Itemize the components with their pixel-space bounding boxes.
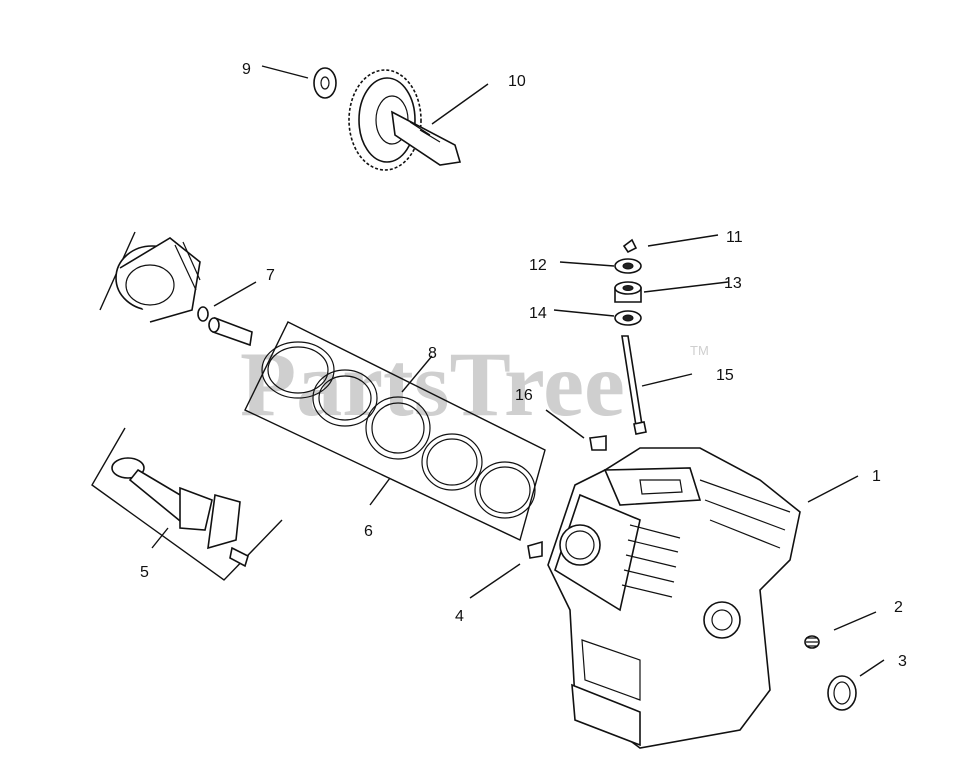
callout-4[interactable]: 4 xyxy=(455,608,464,625)
callout-2[interactable]: 2 xyxy=(894,599,903,616)
callout-5[interactable]: 5 xyxy=(140,564,149,581)
part-13-spring-seat[interactable] xyxy=(614,281,642,303)
watermark-trademark: TM xyxy=(690,343,709,358)
callout-9[interactable]: 9 xyxy=(242,61,251,78)
callout-6[interactable]: 6 xyxy=(364,523,373,540)
callout-8[interactable]: 8 xyxy=(428,345,437,362)
callout-12[interactable]: 12 xyxy=(529,257,547,274)
part-16-dowel[interactable] xyxy=(589,435,607,451)
part-7-piston-assembly[interactable] xyxy=(99,231,253,347)
callout-labels: 9 10 7 8 6 5 11 12 13 14 15 16 4 1 2 3 xyxy=(140,61,907,670)
part-1-crankcase[interactable] xyxy=(547,447,801,749)
callout-13[interactable]: 13 xyxy=(724,275,742,292)
leader-lines xyxy=(151,65,885,677)
callout-14[interactable]: 14 xyxy=(529,305,547,322)
callout-16[interactable]: 16 xyxy=(515,387,533,404)
callout-11[interactable]: 11 xyxy=(726,229,743,246)
callout-3[interactable]: 3 xyxy=(898,653,907,670)
part-11-clip[interactable] xyxy=(622,238,638,254)
part-14-washer[interactable] xyxy=(614,310,642,326)
watermark-text: PartsTree xyxy=(240,333,625,435)
part-4-dowel[interactable] xyxy=(527,540,543,559)
callout-1[interactable]: 1 xyxy=(872,468,881,485)
part-10-camshaft[interactable] xyxy=(348,69,462,171)
part-2-plug[interactable] xyxy=(804,635,820,649)
callout-7[interactable]: 7 xyxy=(266,267,275,284)
part-12-retainer[interactable] xyxy=(614,258,642,274)
part-5-connecting-rod[interactable] xyxy=(91,427,283,581)
part-15-push-rod[interactable] xyxy=(621,335,647,435)
callout-15[interactable]: 15 xyxy=(716,367,734,384)
part-6-ring-set[interactable] xyxy=(244,321,546,541)
part-9-washer[interactable] xyxy=(313,67,337,99)
part-3-oil-seal[interactable] xyxy=(827,675,857,711)
callout-10[interactable]: 10 xyxy=(508,73,526,90)
